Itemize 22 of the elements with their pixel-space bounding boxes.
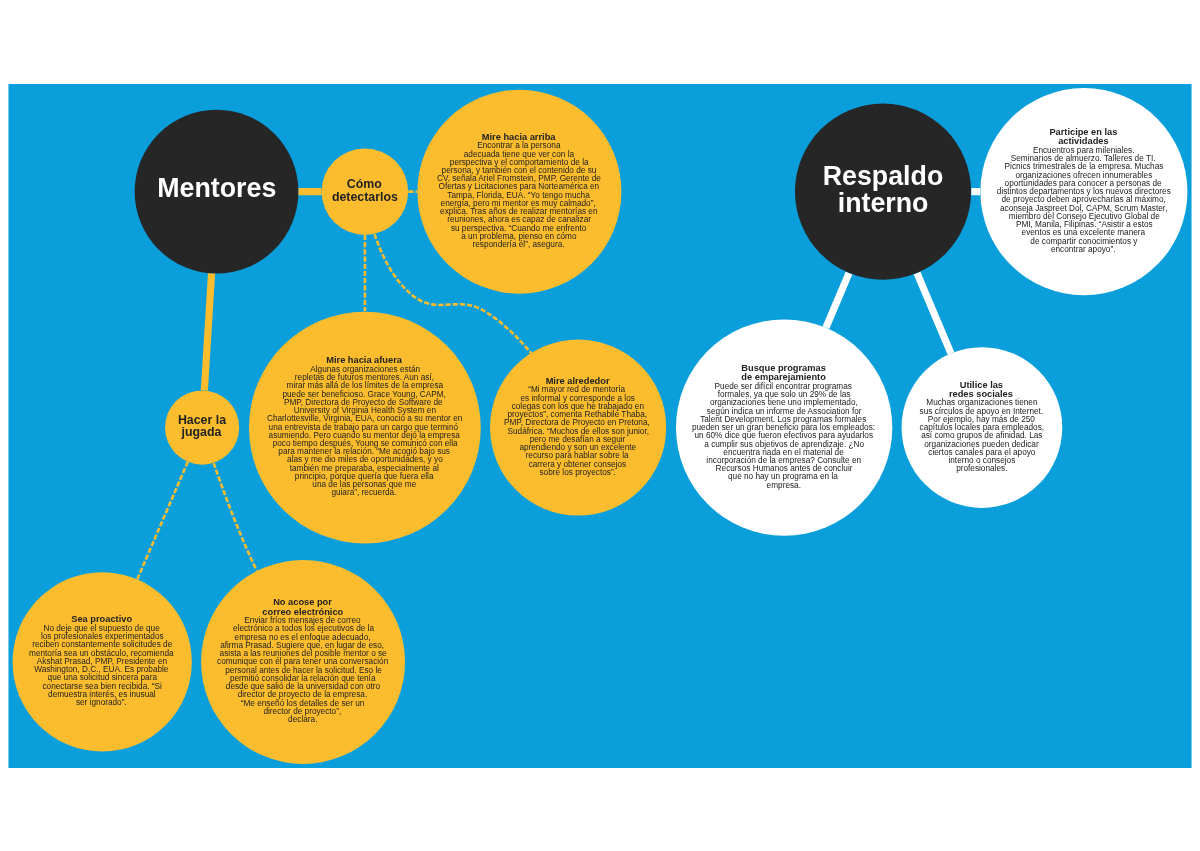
- connector: [298, 187, 322, 195]
- connector: [913, 271, 955, 355]
- node-circle: Hacer la jugada: [165, 389, 240, 465]
- connector: [363, 234, 367, 311]
- connector: [373, 233, 533, 354]
- node-circle: No acose por correo electrónico Enviar fríos mensajes de correo electrónico a todos los ejecutivos de la empresa no es el enfoque adecuado, afirma Prasad. Sugiere que, en lugar de eso, asista a las reuniones del posible mentor o se comunique con él para tener una conversación personal antes de hacer la solicitud. Eso le permitió consolidar la relación que tenía desde que salió de la universidad con otro director de proyecto de la empresa. “Me enseñó los detalles de ser un director de proyecto”, declara.: [201, 559, 406, 764]
- connector: [200, 272, 216, 391]
- node-circle: Utilice las redes sociales Muchas organizaciones tienen sus círculos de apoyo en Internet. Por ejemplo, hay más de 250 capítulos locales para empleados, así como grupos de afinidad. Las organizaciones pueden dedicar ciertos canales para el apoyo interno o consejos profesionales.: [901, 346, 1063, 508]
- connector: [212, 462, 258, 571]
- node-circle: Busque programas de emparejamiento Puede ser difícil encontrar programas formales, ya que solo un 29% de las organizaciones tiene uno implementado, según indica un informe de Association for Talent Development. Los programas formales pueden ser un gran beneficio para los empleados: un 60% dice que fueron efectivos para ayudarlos a cumplir sus objetivos de aprendizaje. ¿No encuentra nada en el material de incorporación de la empresa? Consulte en Recursos Humanos antes de concluir que no hay un programa en la empresa.: [675, 318, 893, 536]
- node-circle: Mire alrededor “Mi mayor red de mentoría es informal y corresponde a los colegas con los que he trabajado en proyectos”, comenta Rethabile Thaba, PMP, Directora de Proyecto en Pretoria, Sudáfrica. “Muchos de ellos son junior, pero me desafían a seguir aprendiendo y son un excelente recurso para hablar sobre la carrera y obtener consejos sobre los proyectos”.: [490, 338, 667, 516]
- node-circle: Respaldo interno: [794, 103, 972, 280]
- connector: [136, 460, 189, 580]
- node-circle: Sea proactivo No deje que el supuesto de que los profesionales experimentados reciben constantemente solicitudes de mentoría sea un obstáculo, recomienda Akshat Prasad, PMP, Presidente en Washington, D.C., EUA. Es probable que una solicitud sincera para conectarse sea bien recibida. “Si demuestra interés, es inusual ser ignorado”.: [12, 571, 192, 751]
- node-circle: Mire hacia afuera Algunas organizaciones están repletas de futuros mentores. Aun así, mirar más allá de los límites de la empresa puede ser beneficioso. Grace Young, CAPM, PMP, Directora de Proyecto de Software de University of Virginia Health System en Charlottesville, Virginia, EUA, conoció a su mentor en una entrevista de trabajo para un cargo que terminó asumiendo. Pero cuando su mentor dejó la empresa poco tiempo después, Young se comunicó con ella para mantener la relación. “Me acogió bajo sus alas y me dio miles de oportunidades, y yo también me preparaba, especialmente al principio, porque quería que fuera ella una de las personas que me guiara”, recuerda.: [249, 311, 481, 543]
- connector: [822, 271, 853, 329]
- node-circle: Participe en las actividades Encuentros para mileniales. Seminarios de almuerzo. Talleres de TI. Picnics trimestrales de la empresa. Muchas organizaciones ofrecen innumerables oportunidades para conocer a personas de distintos departamentos y los nuevos directores de proyecto deben aprovecharlas al máximo, aconseja Jaspreet Dol, CAPM, Scrum Master, miembro del Consejo Ejecutivo Global de PMI, Manila, Filipinas. “Asistir a estos eventos es una excelente manera de compartir conocimientos y encontrar apoyo”.: [980, 87, 1188, 295]
- connector: [408, 189, 417, 193]
- node-circle: Mentores: [134, 109, 299, 274]
- connector: [971, 187, 981, 195]
- node-circle: Mire hacia arriba Encontrar a la persona adecuada tiene que ver con la perspectiva y el comportamiento de la persona, y también con el contenido de su CV, señala Ariel Fromstein, PMP, Gerente de Ofertas y Licitaciones para Norteamérica en Tampa, Florida, EUA. “Yo tengo mucha energía, pero mi mentor es muy calmado”, explica. Tras años de realizar mentorías en reuniones, ahora es capaz de canalizar su perspectiva. “Cuando me enfrento a un problema, pienso en cómo respondería él”, asegura.: [417, 89, 622, 294]
- node-circle: Cómo detectarlos: [321, 147, 409, 235]
